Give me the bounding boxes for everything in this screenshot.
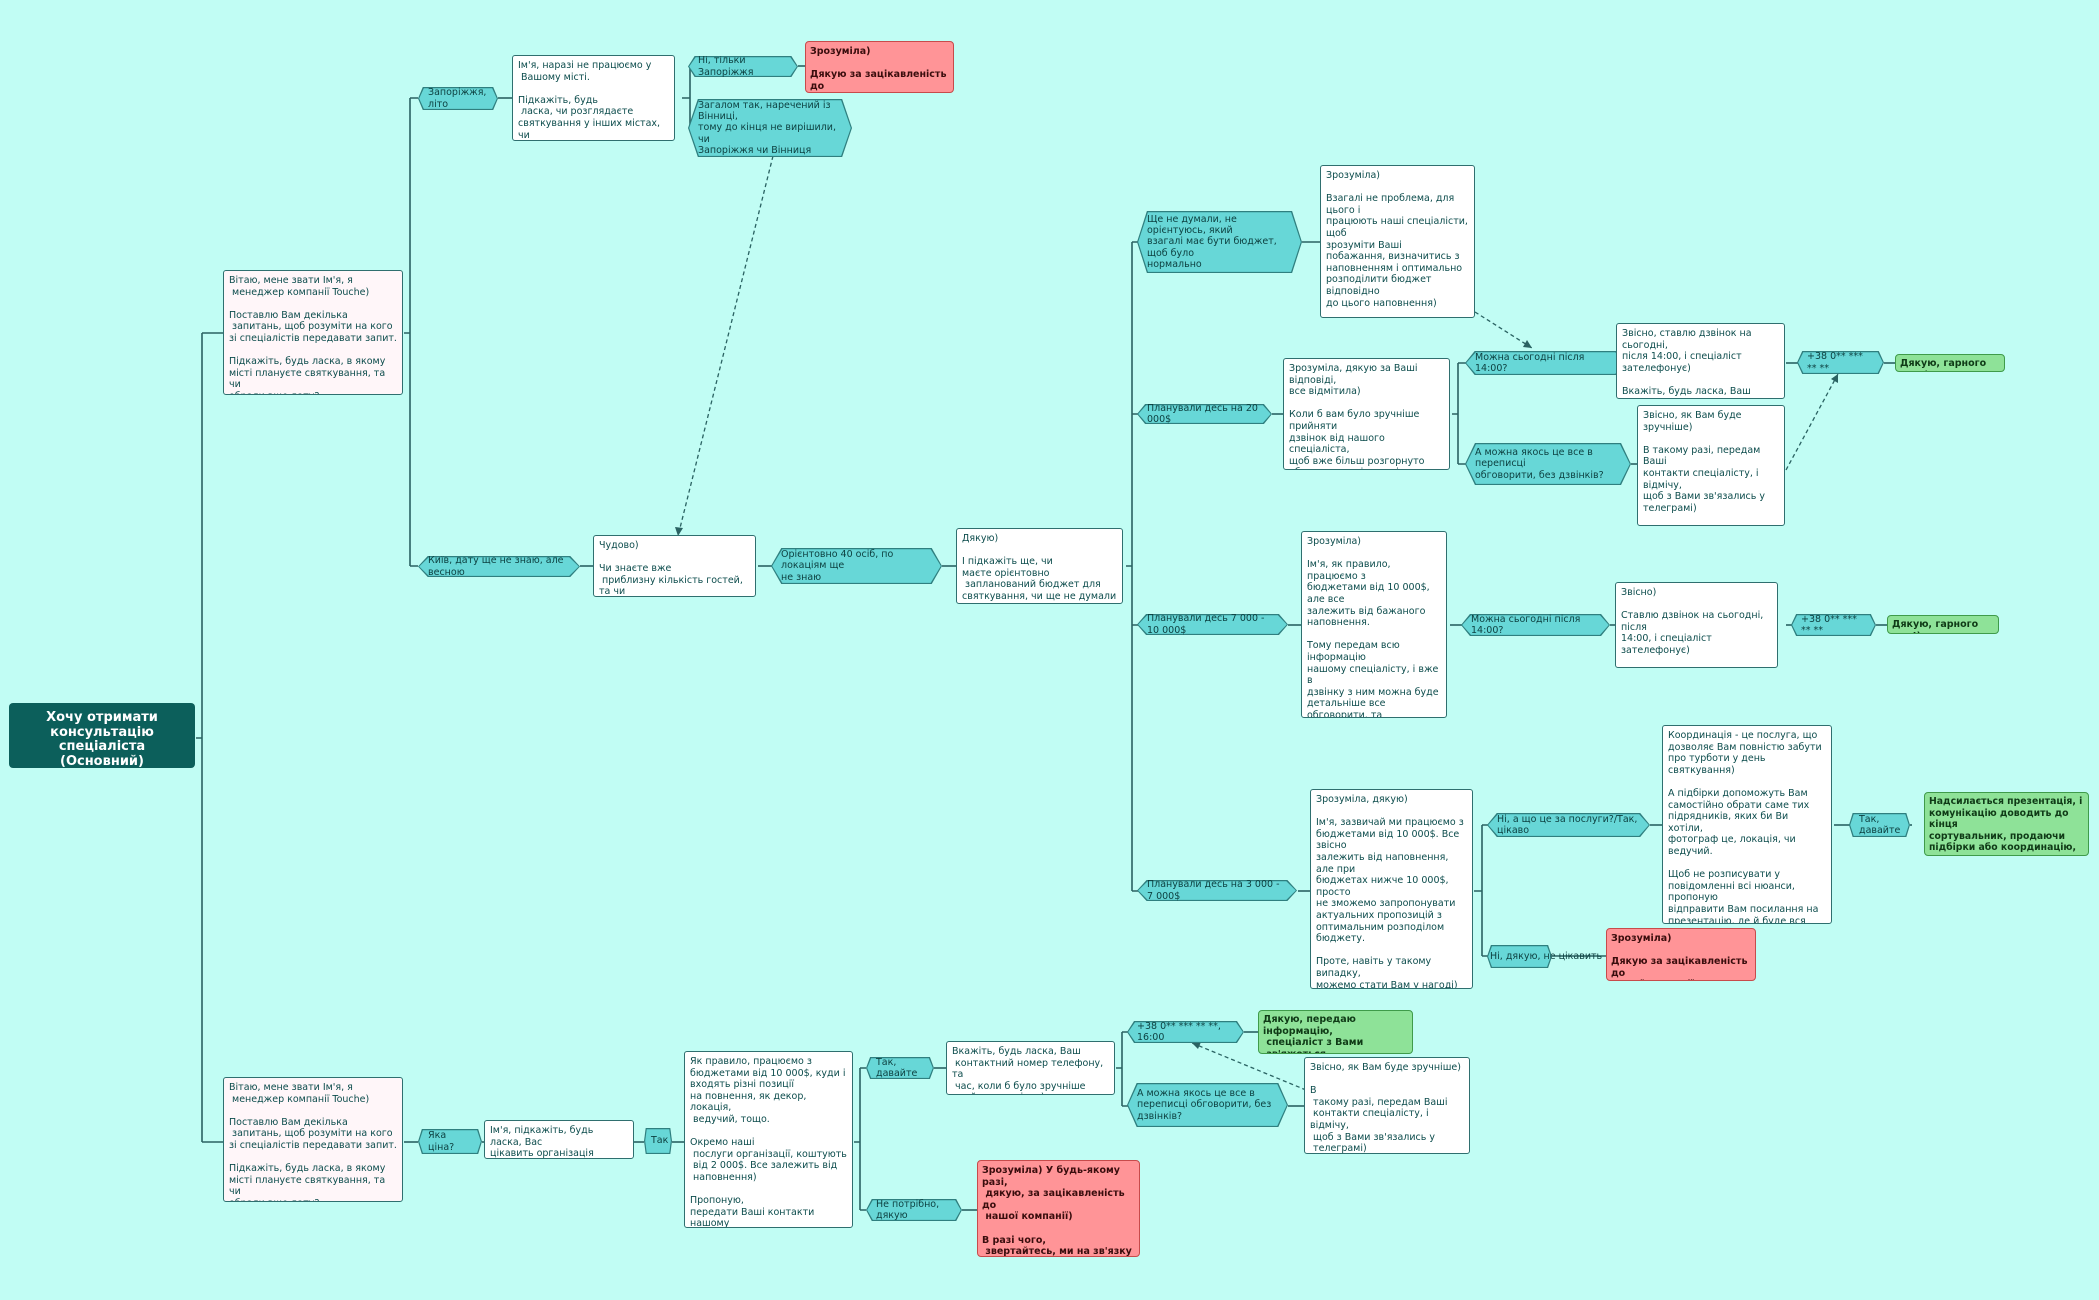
alert-end-card[interactable]: Зрозуміла) Дякую за зацікавленість до на…: [1606, 928, 1756, 981]
answer-label: Загалом так, наречений із Вінниці, тому …: [698, 99, 836, 156]
answer-label: А можна якось це все в переписці обговор…: [1475, 447, 1604, 481]
reply-card[interactable]: Зрозуміла, дякую) Ім'я, зазвичай ми прац…: [1310, 789, 1473, 989]
answer-label: +38 0** *** ** **, 16:00: [1137, 1021, 1227, 1043]
success-end-card[interactable]: Дякую, гарного дня!): [1887, 615, 1999, 634]
answer-label: Не потрібно, дякую: [876, 1199, 943, 1221]
answer-yes-lets[interactable]: Так, давайте: [866, 1057, 934, 1079]
answer-label: +38 0** *** ** **: [1801, 614, 1860, 636]
answer-yes-lets[interactable]: Так, давайте: [1849, 813, 1910, 837]
dashed-link: [1785, 373, 1839, 471]
answer-call-after-14[interactable]: Можна сьогодні після 14:00?: [1465, 351, 1626, 375]
reply-card[interactable]: Звісно) Ставлю дзвінок на сьогодні, післ…: [1615, 582, 1778, 668]
answer-price[interactable]: Яка ціна?: [418, 1129, 482, 1154]
connector: [1452, 362, 1466, 465]
connector: [1126, 241, 1138, 892]
answer-phone-number[interactable]: +38 0** *** ** **: [1797, 351, 1884, 374]
answer-label: Запоріжжя, літо: [428, 87, 490, 110]
answer-zap-or-vinnytsia[interactable]: Загалом так, наречений із Вінниці, тому …: [688, 99, 852, 157]
answer-budget-3000-7000[interactable]: Планували десь на 3 000 - 7 000$: [1137, 880, 1297, 901]
greeting-card[interactable]: Вітаю, мене звати Ім'я, я менеджер компа…: [223, 1077, 403, 1202]
answer-no-budget[interactable]: Ще не думали, не орієнтуюсь, який взагал…: [1137, 211, 1302, 273]
answer-label: Яка ціна?: [428, 1130, 455, 1153]
success-end-card[interactable]: Надсилається презентація, і комунікацію …: [1924, 792, 2089, 856]
reply-card[interactable]: Звісно, ставлю дзвінок на сьогодні, післ…: [1616, 323, 1785, 399]
reply-card[interactable]: Вкажіть, будь ласка, Ваш контактний номе…: [946, 1041, 1115, 1095]
dashed-link: [677, 155, 774, 537]
answer-label: Орієнтовно 40 осіб, по локаціям ще не зн…: [781, 549, 894, 583]
answer-phone-time[interactable]: +38 0** *** ** **, 16:00: [1127, 1021, 1244, 1043]
reply-card[interactable]: Чудово) Чи знаєте вже приблизну кількіст…: [593, 535, 756, 597]
answer-phone-number[interactable]: +38 0** *** ** **: [1791, 614, 1876, 636]
arrow-head: [1831, 374, 1838, 383]
answer-label: Ні, тільки Запоріжжя: [698, 56, 754, 77]
reply-card[interactable]: Звісно, як Вам буде зручніше) В такому р…: [1304, 1057, 1470, 1154]
answer-yes[interactable]: Так: [644, 1128, 672, 1154]
answer-kyiv[interactable]: Київ, дату ще не знаю, але весною: [418, 556, 580, 577]
connector: [404, 97, 418, 567]
answer-budget-20000[interactable]: Планували десь на 20 000$: [1137, 404, 1272, 424]
answer-label: Так, давайте: [876, 1057, 918, 1079]
answer-label: Так, давайте: [1859, 813, 1901, 836]
arrow-head: [675, 527, 683, 536]
answer-label: Планували десь на 20 000$: [1147, 404, 1261, 424]
reply-card[interactable]: Дякую) І підкажіть ще, чи маєте орієнтов…: [956, 528, 1123, 604]
root-node[interactable]: Хочу отримати консультацію спеціаліста (…: [9, 703, 195, 768]
connector: [1474, 824, 1488, 957]
reply-card[interactable]: Зрозуміла) Ім'я, як правило, працюємо з …: [1301, 531, 1447, 718]
alert-end-card[interactable]: Зрозуміла) У будь-якому разі, дякую, за …: [977, 1160, 1140, 1257]
answer-label: А можна якось це все в переписці обговор…: [1137, 1088, 1272, 1122]
reply-card[interactable]: Координація - це послуга, що дозволяє Ва…: [1662, 725, 1832, 924]
answer-label: Ще не думали, не орієнтуюсь, який взагал…: [1147, 213, 1277, 270]
answer-40-guests[interactable]: Орієнтовно 40 осіб, по локаціям ще не зн…: [771, 548, 942, 584]
answer-not-interested[interactable]: [1487, 945, 1552, 968]
answer-what-services[interactable]: Ні, а що це за послуги?/Так, цікаво: [1487, 813, 1650, 837]
answer-chat-instead[interactable]: А можна якось це все в переписці обговор…: [1465, 443, 1631, 485]
answer-call-after-14[interactable]: Можна сьогодні після 14:00?: [1461, 614, 1610, 636]
answer-label: Можна сьогодні після 14:00?: [1475, 351, 1588, 374]
answer-only-zaporizhzhia[interactable]: Ні, тільки Запоріжжя: [688, 56, 798, 77]
connector: [682, 65, 692, 129]
reply-card[interactable]: Ім'я, наразі не працюємо у Вашому місті.…: [512, 55, 675, 141]
arrow-head: [1192, 1042, 1201, 1049]
success-end-card[interactable]: Дякую, передаю інформацію, спеціаліст з …: [1258, 1010, 1413, 1054]
answer-label: Можна сьогодні після 14:00?: [1471, 614, 1584, 636]
answer-budget-7000-10000[interactable]: Планували десь 7 000 - 10 000$: [1137, 614, 1288, 635]
connector: [1116, 1031, 1128, 1107]
connector: [196, 332, 223, 1143]
answer-label: Так: [651, 1135, 669, 1147]
reply-card[interactable]: Звісно, як Вам буде зручніше) В такому р…: [1637, 405, 1785, 526]
dashed-link: [1474, 311, 1533, 349]
answer-label: Київ, дату ще не знаю, але весною: [428, 556, 567, 577]
answer-label: Ні, дякую, не цікавить: [1490, 950, 1603, 962]
answer-chat-instead[interactable]: А можна якось це все в переписці обговор…: [1127, 1083, 1288, 1127]
connector: [854, 1067, 866, 1211]
reply-card[interactable]: Як правило, працюємо з бюджетами від 10 …: [684, 1051, 853, 1228]
reply-card[interactable]: Зрозуміла, дякую за Ваші відповіді, все …: [1283, 358, 1450, 470]
answer-zaporizhzhia[interactable]: Запоріжжя, літо: [418, 87, 498, 110]
reply-card[interactable]: Зрозуміла) Взагалі не проблема, для цьог…: [1320, 165, 1475, 318]
success-end-card[interactable]: Дякую, гарного дня!): [1895, 354, 2005, 372]
arrow-head: [1523, 340, 1532, 348]
reply-card[interactable]: Ім'я, підкажіть, будь ласка, Вас цікавит…: [484, 1120, 634, 1159]
answer-label: Планували десь 7 000 - 10 000$: [1147, 614, 1268, 635]
greeting-card[interactable]: Вітаю, мене звати Ім'я, я менеджер компа…: [223, 270, 403, 395]
answer-label: Ні, а що це за послуги?/Так, цікаво: [1497, 813, 1641, 836]
alert-end-card[interactable]: Зрозуміла) Дякую за зацікавленість до на…: [805, 41, 954, 93]
answer-label: +38 0** *** ** **: [1807, 351, 1866, 374]
answer-label: Планували десь на 3 000 - 7 000$: [1147, 880, 1283, 901]
answer-not-needed[interactable]: Не потрібно, дякую: [866, 1199, 962, 1221]
